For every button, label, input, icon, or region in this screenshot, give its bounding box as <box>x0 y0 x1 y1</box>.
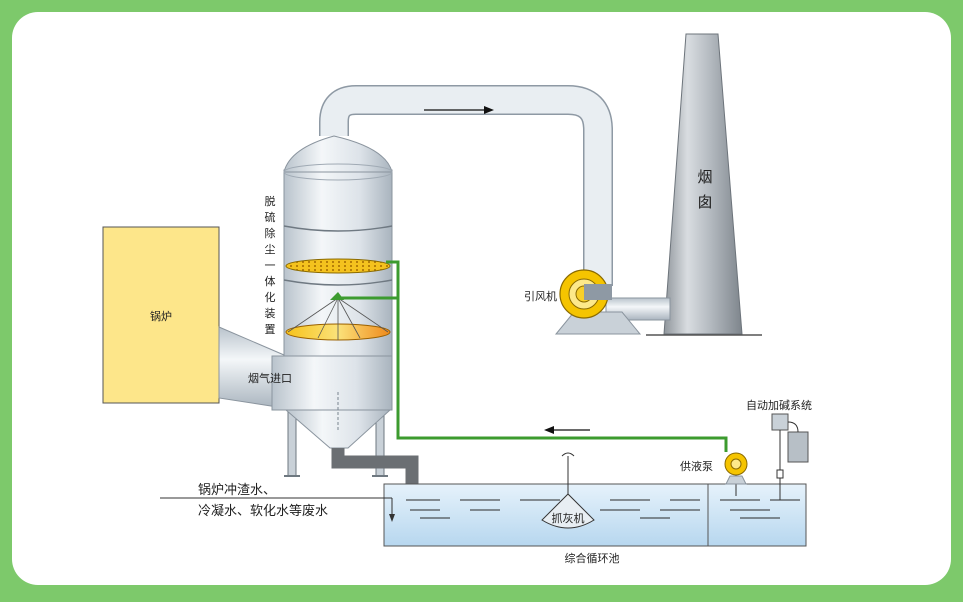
packing-tray <box>285 258 391 274</box>
spray-nozzle <box>330 292 344 300</box>
wastewater-label-1: 锅炉冲渣水、 <box>198 482 276 498</box>
svg-text:除: 除 <box>265 226 276 240</box>
liquid-branch-pipe <box>386 260 400 298</box>
drain-pipe <box>331 448 419 484</box>
svg-text:装: 装 <box>265 307 276 320</box>
flow-arrowhead-top <box>484 106 494 114</box>
pool-label: 综合循环池 <box>565 551 620 565</box>
alkali-system-label: 自动加碱系统 <box>746 399 812 412</box>
wastewater-label-2: 冷凝水、软化水等废水 <box>198 503 328 519</box>
chimney <box>646 33 762 336</box>
boiler-label: 锅炉 <box>150 310 172 323</box>
feed-pump <box>724 452 748 496</box>
svg-text:尘: 尘 <box>265 243 276 256</box>
fan-label: 引风机 <box>524 289 557 303</box>
feed-pump-label: 供液泵 <box>680 459 713 473</box>
flue-duct <box>320 86 612 286</box>
spray-cone <box>285 297 391 341</box>
ash-grab-machine <box>541 452 595 529</box>
chimney-label-2: 囱 <box>697 193 712 211</box>
induced-draft-fan <box>554 269 642 335</box>
svg-text:体: 体 <box>265 274 276 288</box>
tower-vertical-label: 脱 硫 除 尘 一 体 化 装 置 <box>265 194 276 336</box>
flow-arrowhead-return <box>544 426 554 434</box>
svg-text:硫: 硫 <box>265 210 276 224</box>
chimney-label-1: 烟 <box>697 168 712 186</box>
inlet-label: 烟气进口 <box>248 371 292 385</box>
ash-machine-label: 抓灰机 <box>552 511 585 525</box>
svg-text:置: 置 <box>265 323 276 336</box>
boiler <box>102 226 220 404</box>
svg-text:化: 化 <box>265 290 276 304</box>
alkali-dosing-system <box>771 413 809 500</box>
circulation-pool <box>383 483 807 547</box>
svg-text:一: 一 <box>265 259 276 272</box>
svg-text:脱: 脱 <box>265 194 276 208</box>
wastewater-arrowhead <box>389 514 395 522</box>
